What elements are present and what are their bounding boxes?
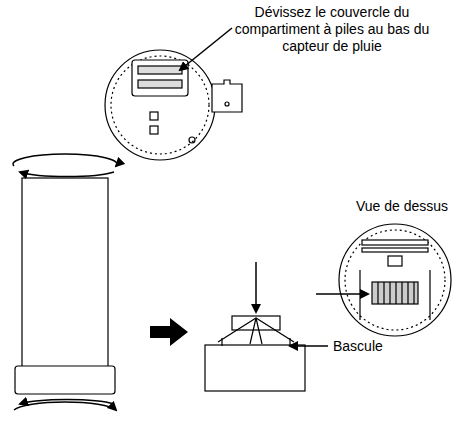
view-label: Vue de dessus (356, 198, 448, 215)
top-view-part (362, 248, 428, 252)
rotation-arrows-part (14, 402, 116, 410)
top-view-part (378, 282, 414, 304)
rotation-arrows (13, 154, 117, 410)
sensor-bottom-view-part (132, 60, 188, 96)
top-view-part (372, 282, 418, 304)
pointer-arrow (316, 293, 368, 295)
top-view-part (345, 230, 445, 330)
sensor-cylinder-part (22, 178, 108, 368)
tipping-bucket (205, 316, 305, 391)
instruction-callout: Dévissez le couvercle du compartiment à … (232, 4, 432, 55)
sensor-bottom-view-part (189, 137, 195, 143)
sensor-bottom-view-part (150, 126, 158, 134)
top-view-part (339, 224, 451, 336)
process-arrow (150, 318, 188, 346)
top-view (339, 224, 451, 336)
leader-line (180, 28, 232, 70)
battery-cover-part (212, 80, 242, 112)
sensor-bottom-view-part (138, 66, 182, 74)
pointer-arrow-part (316, 293, 368, 295)
leader-line (290, 345, 328, 347)
process-arrow-part (150, 318, 188, 346)
sensor-cylinder (15, 178, 115, 394)
rotation-arrows-part (20, 172, 114, 177)
sensor-cylinder-part (15, 366, 115, 394)
sensor-bottom-view-part (111, 56, 209, 154)
part-label: Bascule (333, 338, 383, 355)
sensor-bottom-view (105, 50, 215, 160)
sensor-bottom-view-part (138, 80, 182, 88)
tipping-bucket-part (222, 338, 290, 346)
battery-cover-part (225, 102, 229, 106)
tipping-bucket-part (205, 345, 305, 391)
sensor-bottom-view-part (150, 112, 158, 120)
top-view-part (360, 270, 430, 320)
leader-line-part (290, 345, 328, 347)
tipping-bucket-part (250, 318, 262, 344)
rotation-arrows-part (13, 154, 117, 166)
battery-cover (212, 80, 242, 112)
push-arrow-part (255, 262, 257, 312)
top-view-part (362, 240, 428, 245)
sensor-bottom-view-part (105, 50, 215, 160)
rotation-arrows-part (20, 399, 114, 404)
leader-line-part (180, 28, 232, 70)
tipping-bucket-part (218, 318, 294, 342)
push-arrow (255, 262, 257, 312)
top-view-part (388, 256, 402, 266)
